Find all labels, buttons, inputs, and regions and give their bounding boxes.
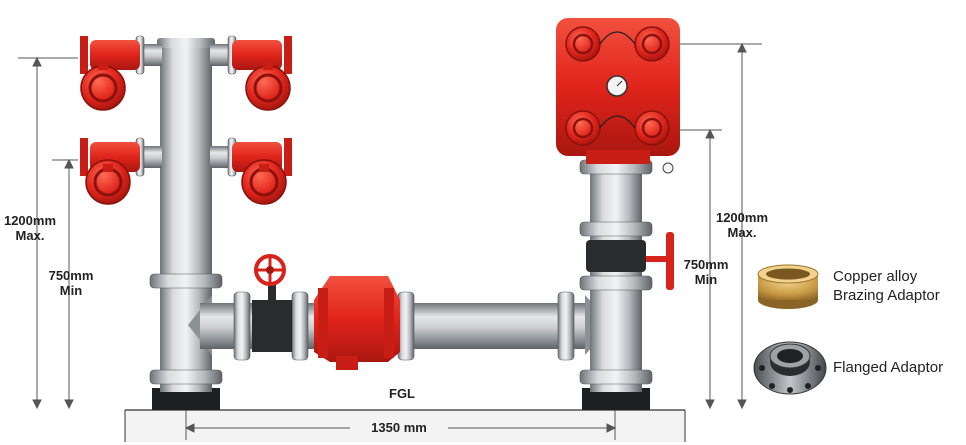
right-min-height-label: 750mm Min: [680, 257, 732, 287]
right-max-suffix: Max.: [727, 225, 757, 240]
left-max-suffix: Max.: [15, 228, 45, 243]
left-min-height-label: 750mm Min: [45, 268, 97, 298]
legend-item-flanged-adaptor: Flanged Adaptor: [833, 358, 963, 377]
left-min-suffix: Min: [59, 283, 83, 298]
landing-valve-bottom-right: [232, 138, 292, 205]
copper-alloy-brazing-adaptor-icon: [757, 264, 819, 309]
flanged-adaptor-icon: [753, 341, 827, 395]
fgl-label: FGL: [389, 386, 415, 401]
left-max-value: 1200mm: [3, 213, 57, 228]
landing-valve-bottom-left: [80, 138, 140, 205]
landing-valve-top-left: [80, 36, 140, 111]
legend-line-1: Flanged Adaptor: [833, 359, 944, 376]
non-return-valve: [314, 276, 400, 370]
right-max-height-label: 1200mm Max.: [713, 210, 771, 240]
legend-line-1: Copper alloy: [833, 268, 918, 285]
right-max-value: 1200mm: [715, 210, 769, 225]
legend-line-2: Brazing Adaptor: [833, 287, 940, 304]
ground-slab: [124, 409, 686, 442]
left-hydrant-pillar: [135, 35, 237, 410]
horizontal-pipe: [200, 282, 612, 361]
left-max-height-label: 1200mm Max.: [0, 213, 60, 243]
dimension-lines: [18, 42, 762, 440]
left-min-value: 750mm: [48, 268, 94, 283]
right-min-suffix: Min: [694, 272, 718, 287]
right-hydrant-pillar: [579, 158, 674, 410]
right-min-value: 750mm: [683, 257, 729, 272]
landing-valve-top-right: [232, 36, 292, 111]
legend-item-copper-alloy-brazing-adaptor: Copper alloy Brazing Adaptor: [833, 267, 963, 305]
gate-valve-handwheel: [254, 254, 286, 286]
fire-brigade-inlet-box: [556, 18, 680, 174]
span-dimension-label: 1350 mm: [371, 420, 427, 435]
